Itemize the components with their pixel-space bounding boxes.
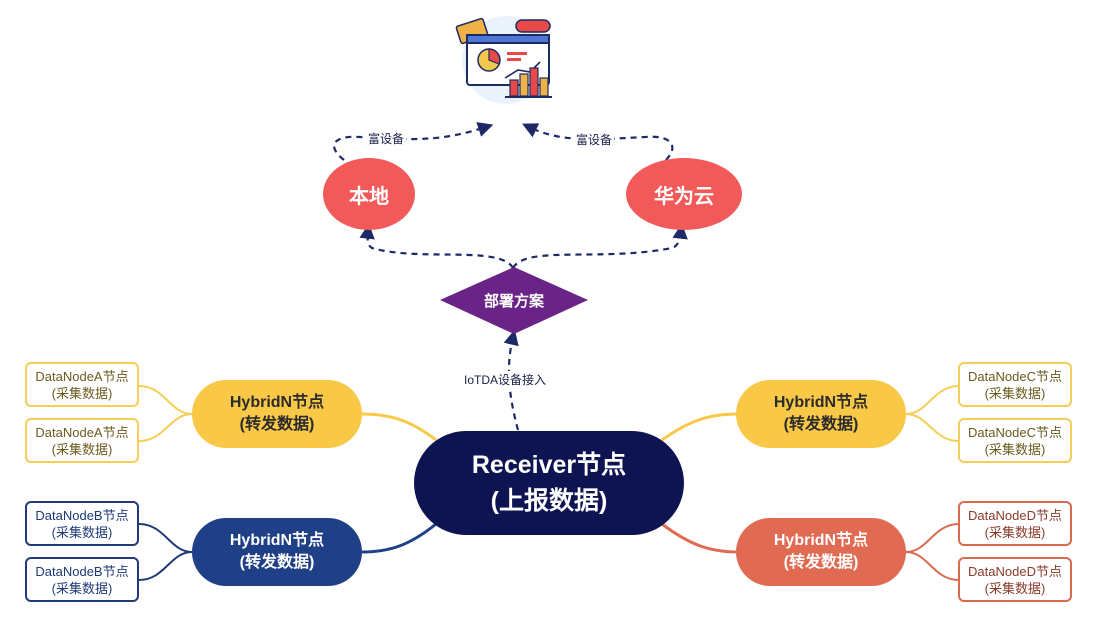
hybrid-subtitle: (转发数据) bbox=[239, 416, 315, 433]
hybrid-node-top-right: HybridN节点 (转发数据) bbox=[736, 380, 906, 448]
edge-label-iotda: IoTDA设备接入 bbox=[462, 371, 549, 388]
hybrid-node-bottom-right: HybridN节点 (转发数据) bbox=[736, 518, 906, 586]
hybrid-title: HybridN节点 bbox=[773, 394, 869, 411]
root-receiver-node: Receiver节点 (上报数据) bbox=[414, 431, 684, 535]
connector-hybrid-tr-c2 bbox=[905, 413, 960, 442]
root-subtitle: (上报数据) bbox=[490, 487, 608, 515]
connector-root-hybrid-tl bbox=[361, 412, 437, 442]
edge-label-local: 富设备 bbox=[366, 130, 407, 147]
connector-root-hybrid-bl bbox=[361, 522, 437, 554]
datanode-d1: DataNodeD节点 (采集数据) bbox=[958, 501, 1072, 546]
datanode-name: DataNodeD节点 bbox=[968, 563, 1062, 579]
arrow-deploy-to-local bbox=[359, 223, 514, 269]
deploy-local-label: 本地 bbox=[349, 185, 389, 208]
hybrid-node-top-left: HybridN节点 (转发数据) bbox=[192, 380, 362, 448]
datanode-name: DataNodeC节点 bbox=[968, 368, 1062, 384]
arrow-deploy-to-cloud bbox=[512, 223, 688, 269]
deploy-cloud-label: 华为云 bbox=[654, 185, 714, 208]
connector-hybrid-bl-b1 bbox=[138, 523, 193, 553]
arrow-cloud-to-illustration bbox=[522, 123, 674, 161]
connector-hybrid-tr-c1 bbox=[905, 385, 960, 415]
datanode-sub: (采集数据) bbox=[51, 441, 113, 457]
datanode-b2: DataNodeB节点 (采集数据) bbox=[25, 557, 139, 602]
datanode-name: DataNodeD节点 bbox=[968, 507, 1062, 523]
datanode-sub: (采集数据) bbox=[51, 580, 113, 596]
deploy-local-node: 本地 bbox=[323, 158, 415, 230]
datanode-a2: DataNodeA节点 (采集数据) bbox=[25, 418, 139, 463]
deploy-diamond bbox=[440, 267, 588, 334]
datanode-sub: (采集数据) bbox=[51, 524, 113, 540]
edge-label-cloud: 富设备 bbox=[574, 131, 615, 148]
hybrid-title: HybridN节点 bbox=[229, 532, 325, 549]
hybrid-title: HybridN节点 bbox=[229, 394, 325, 411]
connector-root-hybrid-br bbox=[661, 522, 739, 554]
connector-hybrid-br-d1 bbox=[905, 523, 960, 553]
hybrid-subtitle: (转发数据) bbox=[783, 554, 859, 571]
datanode-c2: DataNodeC节点 (采集数据) bbox=[958, 418, 1072, 463]
datanode-sub: (采集数据) bbox=[984, 580, 1046, 596]
connector-hybrid-bl-b2 bbox=[138, 551, 193, 581]
arrow-local-to-illustration bbox=[333, 122, 494, 161]
connector-hybrid-br-d2 bbox=[905, 551, 960, 581]
hybrid-title: HybridN节点 bbox=[773, 532, 869, 549]
hybrid-subtitle: (转发数据) bbox=[783, 416, 859, 433]
root-title: Receiver节点 bbox=[471, 451, 627, 479]
datanode-d2: DataNodeD节点 (采集数据) bbox=[958, 557, 1072, 602]
datanode-c1: DataNodeC节点 (采集数据) bbox=[958, 362, 1072, 407]
datanode-sub: (采集数据) bbox=[984, 441, 1046, 457]
connector-root-hybrid-tr bbox=[661, 412, 739, 442]
hybrid-node-bottom-left: HybridN节点 (转发数据) bbox=[192, 518, 362, 586]
datanode-name: DataNodeA节点 bbox=[35, 424, 129, 440]
connector-hybrid-tl-a1 bbox=[138, 385, 193, 415]
hybrid-subtitle: (转发数据) bbox=[239, 554, 315, 571]
deploy-cloud-node: 华为云 bbox=[626, 158, 742, 230]
deploy-diamond-label: 部署方案 bbox=[483, 292, 544, 310]
datanode-b1: DataNodeB节点 (采集数据) bbox=[25, 501, 139, 546]
datanode-sub: (采集数据) bbox=[984, 385, 1046, 401]
datanode-a1: DataNodeA节点 (采集数据) bbox=[25, 362, 139, 407]
datanode-name: DataNodeB节点 bbox=[35, 507, 129, 523]
dashboard-analytics-icon bbox=[455, 16, 552, 104]
datanode-name: DataNodeC节点 bbox=[968, 424, 1062, 440]
connector-hybrid-tl-a2 bbox=[138, 413, 193, 442]
datanode-name: DataNodeB节点 bbox=[35, 563, 129, 579]
datanode-sub: (采集数据) bbox=[984, 524, 1046, 540]
datanode-name: DataNodeA节点 bbox=[35, 368, 129, 384]
datanode-sub: (采集数据) bbox=[51, 385, 113, 401]
